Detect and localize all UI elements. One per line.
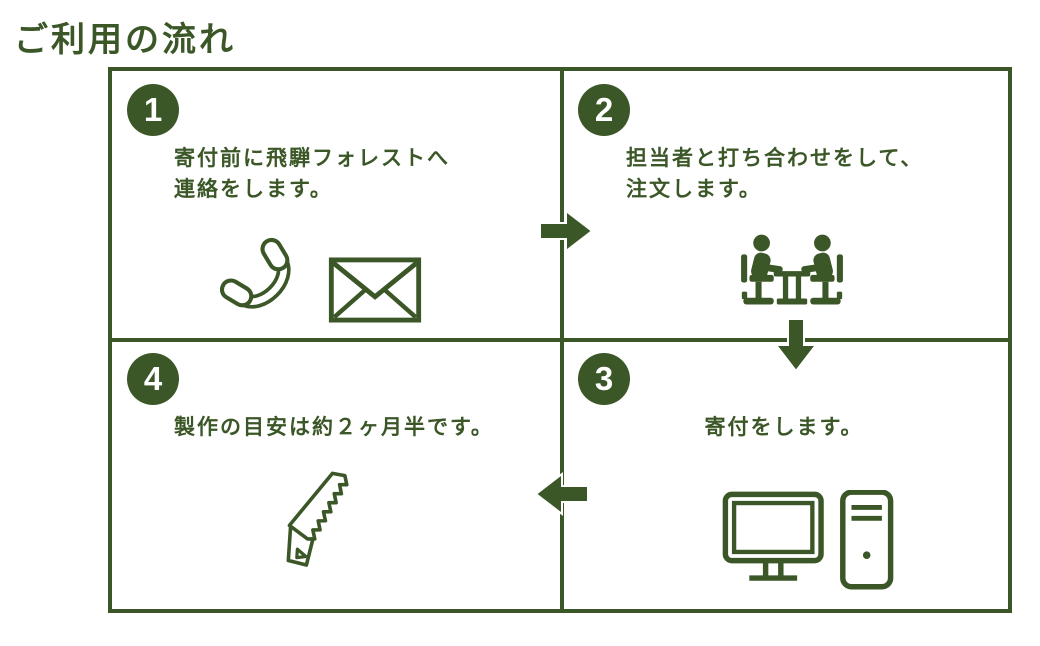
step-1-line-1: 寄付前に飛騨フォレストへ xyxy=(174,147,450,170)
arrow-step2-to-step3 xyxy=(772,317,820,373)
step-4-icons xyxy=(264,466,376,578)
phone-icon xyxy=(220,235,302,323)
horizontal-divider xyxy=(112,338,1008,342)
step-1-icons xyxy=(220,235,422,323)
step-1-number-badge: 1 xyxy=(127,84,179,136)
page-title: ご利用の流れ xyxy=(14,21,236,59)
step-2-text: 担当者と打ち合わせをして、 注文します。 xyxy=(626,143,923,205)
step-4-text: 製作の目安は約２ヶ月半です。 xyxy=(174,412,494,443)
right-person xyxy=(801,234,843,305)
step-3-icons xyxy=(720,490,896,590)
step-2-line-1: 担当者と打ち合わせをして、 xyxy=(626,147,924,170)
step-2-line-2: 注文します。 xyxy=(626,178,762,201)
step-1-line-2: 連絡をします。 xyxy=(174,178,333,201)
envelope-icon xyxy=(328,257,422,323)
step-3-number-badge: 3 xyxy=(578,353,630,405)
step-4-cell: 4 製作の目安は約２ヶ月半です。 xyxy=(112,340,560,609)
step-3-cell: 3 寄付をします。 xyxy=(560,340,1008,609)
table xyxy=(773,271,811,305)
computer-icon xyxy=(720,490,896,590)
saw-icon xyxy=(264,466,376,578)
step-3-text: 寄付をします。 xyxy=(560,412,1008,443)
flow-grid: 1 寄付前に飛騨フォレストへ 連絡をします。 xyxy=(108,67,1012,613)
left-person xyxy=(741,234,783,305)
step-4-number-badge: 4 xyxy=(127,353,179,405)
step-3-line-1: 寄付をします。 xyxy=(704,416,864,439)
step-1-text: 寄付前に飛騨フォレストへ 連絡をします。 xyxy=(174,143,450,205)
step-2-cell: 2 担当者と打ち合わせをして、 注文します。 xyxy=(560,71,1008,340)
step-1-cell: 1 寄付前に飛騨フォレストへ 連絡をします。 xyxy=(112,71,560,340)
arrow-step1-to-step2 xyxy=(538,207,594,255)
arrow-step3-to-step4 xyxy=(534,470,590,518)
step-2-icons xyxy=(716,231,868,331)
step-4-line-1: 製作の目安は約２ヶ月半です。 xyxy=(174,416,494,439)
step-2-number-badge: 2 xyxy=(578,84,630,136)
meeting-icon xyxy=(716,231,868,331)
